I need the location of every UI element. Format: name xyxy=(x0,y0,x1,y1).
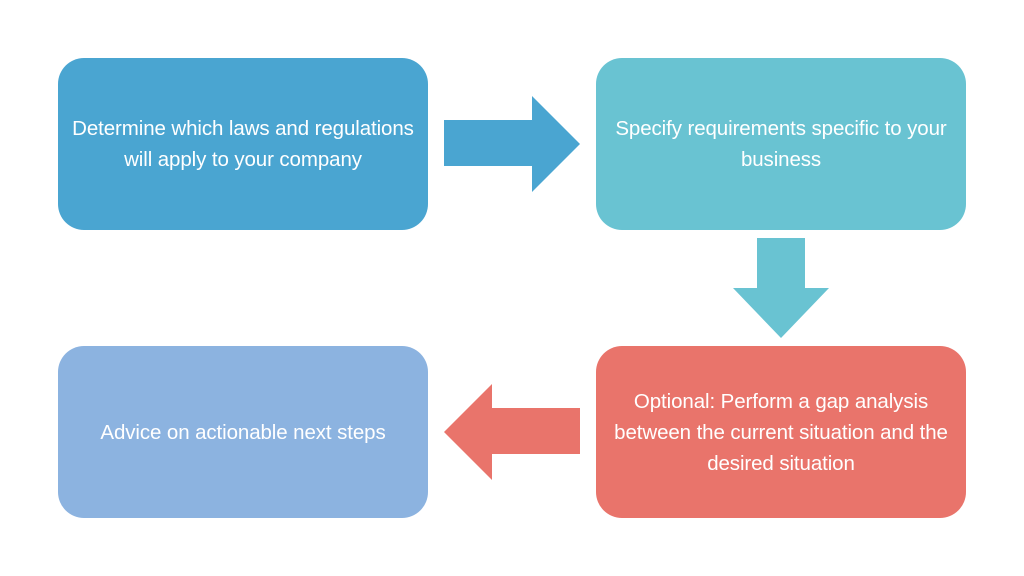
step-box-determine-laws: Determine which laws and regulations wil… xyxy=(58,58,428,230)
arrow-down-shape xyxy=(733,238,829,338)
arrow-down-icon xyxy=(733,238,829,338)
arrow-right-icon xyxy=(444,96,580,192)
step-label-specify-requirements: Specify requirements specific to your bu… xyxy=(615,117,947,171)
step-label-next-steps: Advice on actionable next steps xyxy=(100,420,386,444)
arrow-left-icon xyxy=(444,384,580,480)
arrow-right-shape xyxy=(444,96,580,192)
step-box-gap-analysis: Optional: Perform a gap analysis between… xyxy=(596,346,966,518)
step-box-specify-requirements: Specify requirements specific to your bu… xyxy=(596,58,966,230)
step-box-next-steps: Advice on actionable next steps xyxy=(58,346,428,518)
step-label-gap-analysis: Optional: Perform a gap analysis between… xyxy=(614,389,948,475)
step-label-determine-laws: Determine which laws and regulations wil… xyxy=(72,117,414,171)
arrow-left-shape xyxy=(444,384,580,480)
